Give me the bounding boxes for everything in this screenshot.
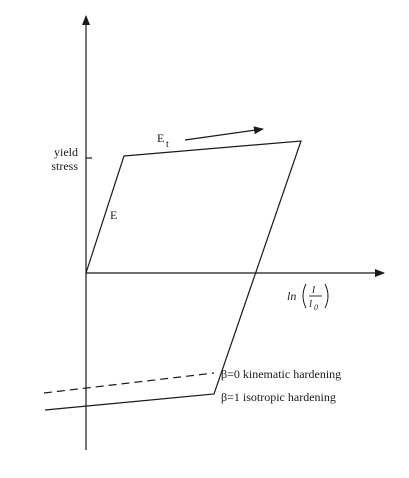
x-axis-label-denominator: l: [309, 298, 312, 310]
y-axis-label-stress: stress: [51, 159, 78, 173]
x-axis-label-left-paren: [302, 283, 307, 309]
y-axis-label-yield: yield: [54, 145, 78, 159]
x-axis-label-numerator: l: [312, 284, 315, 296]
tangent-modulus-label: E: [157, 131, 164, 145]
tangent-modulus-subscript: t: [166, 139, 169, 150]
isotropic-hardening-label: β=1 isotropic hardening: [221, 390, 336, 404]
kinematic-hardening-label: β=0 kinematic hardening: [221, 367, 341, 381]
x-axis-label-denominator-subscript: 0: [314, 303, 318, 312]
tangent-direction-arrow: [184, 126, 264, 141]
kinematic-hardening-dashed-line: [43, 372, 215, 394]
elastic-modulus-label: E: [110, 208, 117, 222]
x-axis-label-ln: ln: [287, 289, 296, 303]
x-axis-label-right-paren: [324, 283, 329, 309]
x-axis-label: ln l l 0: [287, 283, 329, 312]
hysteresis-loop: [44, 140, 302, 411]
